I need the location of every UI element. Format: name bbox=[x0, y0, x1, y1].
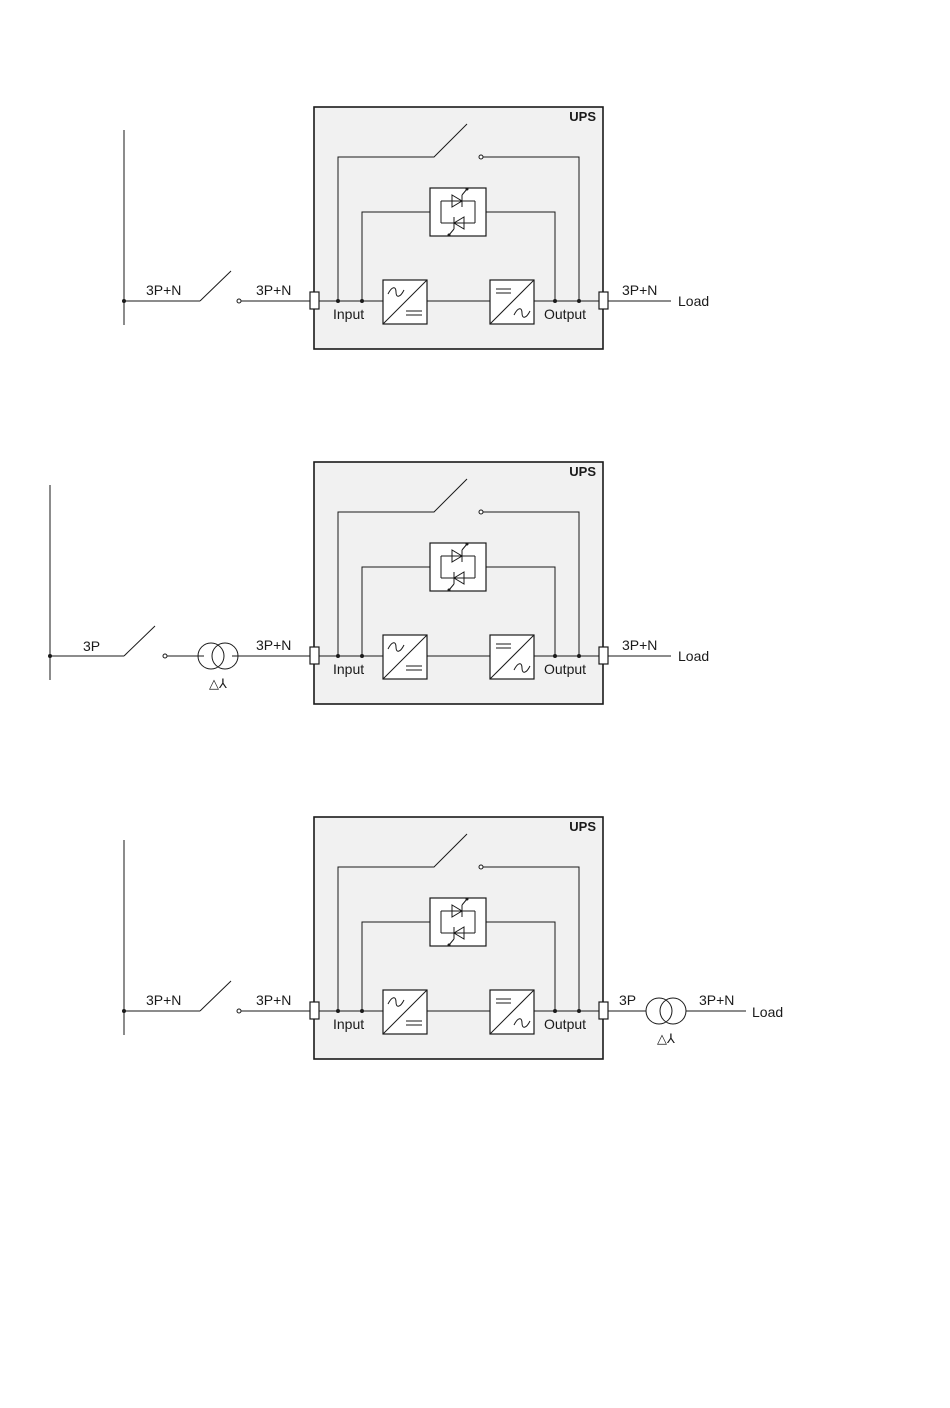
transformer-winding-secondary bbox=[660, 998, 686, 1024]
thyristor-upper-gate-dot bbox=[466, 188, 469, 191]
input-terminal bbox=[310, 292, 319, 309]
inverter-block bbox=[490, 990, 534, 1034]
input-terminal bbox=[310, 647, 319, 664]
load-label: Load bbox=[752, 1004, 783, 1020]
thyristor-upper-gate-dot bbox=[466, 543, 469, 546]
output-line-label: 3P+N bbox=[622, 282, 657, 298]
static-switch-frame bbox=[430, 543, 486, 591]
input-switch-contact bbox=[163, 654, 167, 658]
load-label: Load bbox=[678, 648, 709, 664]
manual-bypass-contact bbox=[479, 865, 483, 869]
static-bypass-switch-block bbox=[430, 188, 486, 237]
output-terminal bbox=[599, 292, 608, 309]
thyristor-lower-gate-dot bbox=[448, 944, 451, 947]
input-switch-contact bbox=[237, 299, 241, 303]
output-terminal bbox=[599, 1002, 608, 1019]
manual-bypass-contact bbox=[479, 510, 483, 514]
ups-title: UPS bbox=[569, 464, 596, 479]
output-line-label: 3P bbox=[619, 992, 636, 1008]
manual-bypass-contact bbox=[479, 155, 483, 159]
ups-diagram-3: UPS 3P+N 3P+N Input Output 3P △⅄ 3P+N Load bbox=[122, 817, 783, 1059]
feed-label: 3P+N bbox=[256, 637, 291, 653]
static-switch-frame bbox=[430, 898, 486, 946]
ups-title: UPS bbox=[569, 109, 596, 124]
output-label: Output bbox=[544, 306, 586, 322]
ups-title: UPS bbox=[569, 819, 596, 834]
output-label: Output bbox=[544, 661, 586, 677]
output-line-label: 3P+N bbox=[622, 637, 657, 653]
rectifier-block bbox=[383, 280, 427, 324]
input-transformer-symbol: △⅄ bbox=[209, 676, 227, 691]
feed-label: 3P+N bbox=[256, 992, 291, 1008]
load-label: Load bbox=[678, 293, 709, 309]
feed-label: 3P+N bbox=[256, 282, 291, 298]
rectifier-block bbox=[383, 990, 427, 1034]
output-transformer-symbol: △⅄ bbox=[657, 1031, 675, 1046]
input-switch-blade bbox=[200, 271, 231, 301]
rectifier-block bbox=[383, 635, 427, 679]
output-transformer bbox=[646, 998, 686, 1024]
transformer-winding-primary bbox=[646, 998, 672, 1024]
static-bypass-switch-block bbox=[430, 543, 486, 592]
input-switch-blade bbox=[124, 626, 155, 656]
supply-label: 3P+N bbox=[146, 992, 181, 1008]
thyristor-lower-gate-dot bbox=[448, 589, 451, 592]
input-terminal bbox=[310, 1002, 319, 1019]
output-secondary-label: 3P+N bbox=[699, 992, 734, 1008]
input-label: Input bbox=[333, 661, 364, 677]
thyristor-upper-gate-dot bbox=[466, 898, 469, 901]
ups-diagram-2: UPS 3P △⅄ 3P+N Input Output 3P+N Load bbox=[48, 462, 709, 704]
supply-label: 3P bbox=[83, 638, 100, 654]
input-label: Input bbox=[333, 1016, 364, 1032]
static-bypass-switch-block bbox=[430, 898, 486, 947]
inverter-block bbox=[490, 635, 534, 679]
input-switch-blade bbox=[200, 981, 231, 1011]
input-switch-contact bbox=[237, 1009, 241, 1013]
output-label: Output bbox=[544, 1016, 586, 1032]
thyristor-lower-gate-dot bbox=[448, 234, 451, 237]
supply-label: 3P+N bbox=[146, 282, 181, 298]
inverter-block bbox=[490, 280, 534, 324]
input-label: Input bbox=[333, 306, 364, 322]
output-terminal bbox=[599, 647, 608, 664]
ups-diagram-1: UPS 3P+N 3P+N Input Output 3P+N Load bbox=[122, 107, 709, 349]
static-switch-frame bbox=[430, 188, 486, 236]
